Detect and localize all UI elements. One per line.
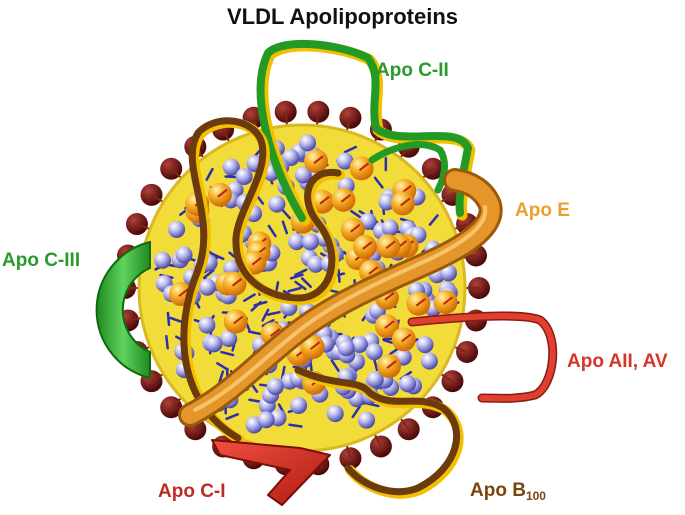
label-apo-c2: Apo C-II xyxy=(376,60,449,82)
core-tail xyxy=(168,313,169,325)
triglyceride-ball xyxy=(267,378,284,395)
core-tail xyxy=(339,270,340,282)
label-apo-a2-av: Apo AII, AV xyxy=(567,351,668,373)
label-apo-e: Apo E xyxy=(515,200,570,222)
triglyceride-ball xyxy=(168,221,185,238)
label-apo-c3: Apo C-III xyxy=(2,250,80,272)
triglyceride-ball xyxy=(382,219,399,236)
triglyceride-ball xyxy=(358,412,375,429)
triglyceride-ball xyxy=(327,405,344,422)
triglyceride-ball xyxy=(268,196,285,213)
triglyceride-ball xyxy=(206,335,223,352)
triglyceride-ball xyxy=(236,168,253,185)
label-apo-b100: Apo B100 xyxy=(470,480,546,503)
triglyceride-ball xyxy=(299,134,316,151)
triglyceride-ball xyxy=(366,343,383,360)
triglyceride-ball xyxy=(258,411,275,428)
triglyceride-ball xyxy=(399,375,416,392)
triglyceride-ball xyxy=(176,246,193,263)
label-apo-b100-text: Apo B xyxy=(470,480,526,501)
label-apo-c1: Apo C-I xyxy=(158,481,226,503)
triglyceride-ball xyxy=(421,353,438,370)
triglyceride-ball xyxy=(198,317,215,334)
triglyceride-ball xyxy=(302,233,319,250)
page-title: VLDL Apolipoproteins xyxy=(0,4,685,30)
triglyceride-ball xyxy=(199,279,216,296)
triglyceride-ball xyxy=(417,336,434,353)
triglyceride-ball xyxy=(338,339,355,356)
triglyceride-ball xyxy=(290,397,307,414)
triglyceride-ball xyxy=(154,252,171,269)
label-apo-b100-subscript: 100 xyxy=(526,489,546,503)
core-tail xyxy=(166,336,167,348)
